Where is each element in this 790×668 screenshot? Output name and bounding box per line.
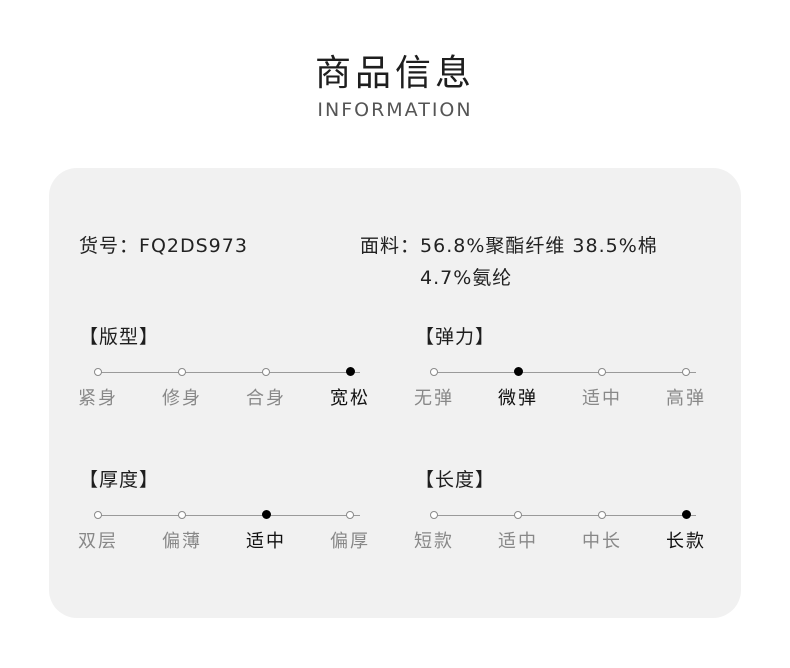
scale-track — [434, 515, 696, 516]
option-label: 中长 — [582, 531, 622, 552]
dot-icon — [346, 511, 354, 519]
scale-track — [98, 515, 360, 516]
option-label: 适中 — [246, 531, 286, 552]
dot-icon — [178, 368, 186, 376]
group-length: 【长度】 短款 适中 中长 长款 — [414, 465, 715, 561]
selected-dot-icon — [681, 510, 691, 519]
scale-option: 微弹 — [476, 358, 560, 410]
dot-icon — [262, 368, 270, 376]
dot-icon — [94, 368, 102, 376]
scale-option: 长款 — [644, 501, 728, 553]
dot-icon — [514, 511, 522, 519]
scale-option: 高弹 — [644, 358, 728, 410]
group-title: 【厚度】 — [79, 469, 160, 491]
scale-option: 适中 — [224, 501, 308, 553]
fabric-label: 面料： — [360, 235, 421, 257]
option-label: 偏厚 — [330, 531, 370, 552]
option-label: 紧身 — [78, 388, 118, 409]
option-label: 宽松 — [330, 388, 370, 409]
dot-icon — [598, 368, 606, 376]
scale-option: 合身 — [224, 358, 308, 410]
dot-icon — [598, 511, 606, 519]
rating-scale: 无弹 微弹 适中 高弹 — [414, 358, 715, 418]
scale-option: 双层 — [56, 501, 140, 553]
scale-track — [434, 372, 696, 373]
selected-dot-icon — [261, 510, 271, 519]
scale-option: 中长 — [560, 501, 644, 553]
rating-scale: 短款 适中 中长 长款 — [414, 501, 715, 561]
fabric-info: 面料： 56.8%聚酯纤维 38.5%棉 4.7%氨纶 — [360, 230, 720, 294]
option-label: 高弹 — [666, 388, 706, 409]
option-label: 偏薄 — [162, 531, 202, 552]
option-label: 适中 — [582, 388, 622, 409]
scale-option: 适中 — [476, 501, 560, 553]
dot-icon — [430, 368, 438, 376]
option-label: 修身 — [162, 388, 202, 409]
scale-option: 宽松 — [308, 358, 392, 410]
scale-option: 短款 — [392, 501, 476, 553]
product-info-card: 货号：FQ2DS973 面料： 56.8%聚酯纤维 38.5%棉 4.7%氨纶 … — [49, 168, 741, 618]
fabric-values: 56.8%聚酯纤维 38.5%棉 4.7%氨纶 — [420, 230, 658, 294]
option-label: 长款 — [666, 531, 706, 552]
group-elasticity: 【弹力】 无弹 微弹 适中 高弹 — [414, 322, 715, 418]
dot-icon — [682, 368, 690, 376]
fabric-line-2: 4.7%氨纶 — [420, 267, 513, 289]
page-title: 商品信息 — [314, 53, 475, 94]
dot-icon — [430, 511, 438, 519]
option-label: 合身 — [246, 388, 286, 409]
group-title: 【长度】 — [415, 469, 496, 491]
rating-scale: 双层 偏薄 适中 偏厚 — [78, 501, 379, 561]
dot-icon — [178, 511, 186, 519]
sku-label: 货号： — [79, 235, 140, 257]
fabric-line-1: 56.8%聚酯纤维 38.5%棉 — [420, 235, 658, 257]
option-label: 微弹 — [498, 388, 538, 409]
selected-dot-icon — [345, 367, 355, 376]
scale-option: 紧身 — [56, 358, 140, 410]
sku-info: 货号：FQ2DS973 — [79, 230, 248, 262]
dot-icon — [94, 511, 102, 519]
option-label: 双层 — [78, 531, 118, 552]
group-title: 【版型】 — [79, 326, 160, 348]
scale-track — [98, 372, 360, 373]
scale-option: 偏薄 — [140, 501, 224, 553]
group-fit: 【版型】 紧身 修身 合身 宽松 — [78, 322, 379, 418]
group-title: 【弹力】 — [415, 326, 496, 348]
scale-option: 适中 — [560, 358, 644, 410]
scale-option: 无弹 — [392, 358, 476, 410]
page-subtitle: INFORMATION — [317, 99, 473, 121]
rating-scale: 紧身 修身 合身 宽松 — [78, 358, 379, 418]
scale-option: 修身 — [140, 358, 224, 410]
scale-option: 偏厚 — [308, 501, 392, 553]
option-label: 适中 — [498, 531, 538, 552]
sku-value: FQ2DS973 — [139, 235, 248, 257]
option-label: 短款 — [414, 531, 454, 552]
group-thickness: 【厚度】 双层 偏薄 适中 偏厚 — [78, 465, 379, 561]
option-label: 无弹 — [414, 388, 454, 409]
selected-dot-icon — [513, 367, 523, 376]
